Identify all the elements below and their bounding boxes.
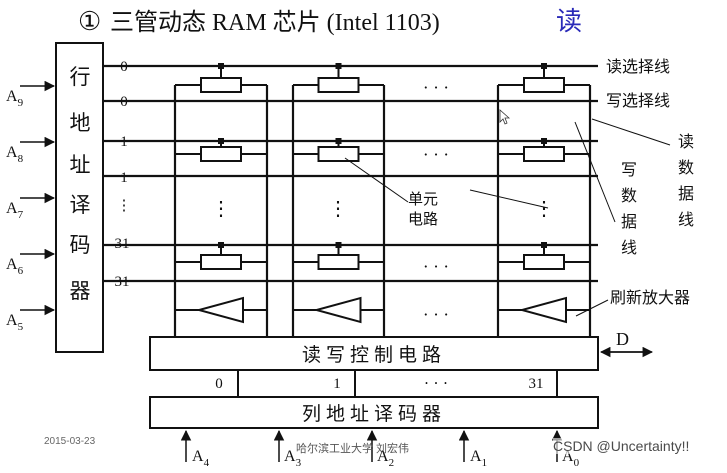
column-number: 1 — [333, 376, 341, 392]
column-number: 31 — [529, 376, 544, 392]
storage-cell — [200, 77, 242, 93]
junction-dot — [541, 63, 547, 69]
horizontal-ellipsis: · · · — [423, 145, 448, 164]
row-decoder-char: 址 — [70, 153, 91, 177]
write-data-line-char: 数 — [621, 186, 637, 205]
row-decoder-label: 行 地 址 译 码 器 — [70, 65, 91, 303]
column-address-pin: A3 — [284, 448, 302, 469]
storage-cell — [523, 146, 565, 162]
column-address-pin: A4 — [192, 448, 210, 469]
read-data-line-char: 读 — [678, 132, 694, 151]
row-address-pin: A8 — [6, 144, 24, 165]
data-lines — [173, 85, 592, 338]
storage-cell — [317, 254, 360, 270]
storage-cell — [523, 254, 565, 270]
row-decoder-char: 地 — [70, 111, 91, 135]
row-decoder-char: 行 — [70, 65, 91, 89]
read-data-line-char: 据 — [678, 184, 694, 203]
title-action: 读 — [556, 7, 582, 37]
junction-dot — [335, 138, 342, 144]
slide-date: 2015-03-23 — [44, 436, 96, 447]
vertical-ellipsis: ⋮ — [211, 196, 231, 220]
junction-dot — [541, 138, 547, 144]
row-address-inputs: A9 A8 A7 A6 A5 — [6, 80, 56, 333]
write-select-line-label: 写选择线 — [606, 91, 670, 110]
storage-cell — [317, 146, 360, 162]
institution-footer: 哈尔滨工业大学 刘宏伟 — [296, 443, 410, 455]
memory-cells — [175, 63, 590, 324]
junction-dot — [218, 138, 224, 144]
slide-title: ① 三管动态 RAM 芯片 (Intel 1103) 读 — [78, 7, 582, 37]
row-address-pin: A6 — [6, 256, 24, 277]
data-pin-label: D — [616, 329, 629, 349]
column-decoder-box — [149, 396, 599, 429]
refresh-amplifier — [195, 296, 244, 324]
row-decoder-char: 译 — [70, 193, 91, 217]
write-data-line-char: 写 — [621, 160, 637, 179]
vertical-ellipsis: ⋮ — [534, 196, 554, 220]
right-labels: 读选择线 写选择线 读 数 据 线 写 数 据 线 单元 电路 刷新放大器 — [408, 57, 694, 307]
horizontal-ellipsis: · · · — [423, 78, 448, 97]
row-decoder-char: 器 — [70, 279, 91, 303]
read-select-line-label: 读选择线 — [606, 57, 670, 76]
junction-dot — [218, 63, 224, 69]
row-address-pin: A7 — [6, 200, 24, 221]
row-address-pin: A9 — [6, 88, 24, 109]
column-ellipsis: · · · — [424, 374, 448, 392]
column-number: 0 — [215, 376, 223, 392]
storage-cell — [200, 146, 242, 162]
array-ellipses: · · · · · · · · · · · · ⋮ ⋮ ⋮ — [211, 78, 554, 324]
read-data-line-char: 线 — [678, 210, 694, 229]
junction-dot — [218, 242, 224, 248]
junction-dot — [335, 63, 342, 69]
row-numbers: 0 0 1 1 ⋮ 31 31 — [115, 59, 132, 290]
junction-dot — [541, 242, 547, 248]
column-divider — [556, 370, 558, 397]
write-data-line-char: 线 — [621, 238, 637, 257]
select-lines — [103, 64, 598, 283]
csdn-watermark: CSDN @Uncertainty!! — [553, 438, 690, 454]
column-address-pin: A1 — [470, 448, 487, 469]
column-address-inputs: A4 A3 A2 A1 A0 — [180, 429, 580, 469]
horizontal-ellipsis: · · · — [423, 305, 448, 324]
row-number: 1 — [120, 170, 128, 186]
row-decoder-char: 码 — [70, 233, 91, 257]
refresh-amplifier — [312, 296, 362, 324]
rw-control-box — [149, 336, 599, 371]
title-text: 三管动态 RAM 芯片 (Intel 1103) — [110, 9, 440, 36]
horizontal-ellipsis: · · · — [423, 257, 448, 276]
row-decoder-box — [55, 42, 104, 353]
rw-control-label: 读写控制电路 — [302, 344, 446, 366]
refresh-amplifier — [518, 296, 567, 324]
storage-cell — [523, 77, 565, 93]
row-ellipsis: ⋮ — [117, 196, 132, 214]
arrow-cursor — [499, 109, 511, 125]
write-data-line-char: 据 — [621, 212, 637, 231]
row-address-pin: A5 — [6, 312, 24, 333]
column-divider — [354, 370, 356, 397]
column-divider — [237, 370, 239, 397]
cell-circuit-label: 单元 — [408, 190, 438, 208]
cell-circuit-label: 电路 — [408, 210, 438, 228]
column-address-pin: A2 — [377, 448, 394, 469]
junction-dot — [335, 242, 342, 248]
vertical-ellipsis: ⋮ — [328, 196, 348, 220]
title-circled-number: ① — [78, 7, 101, 37]
leader-lines — [344, 118, 671, 317]
read-data-line-char: 数 — [678, 158, 694, 177]
column-decoder-label: 列地址译码器 — [302, 403, 446, 425]
storage-cell — [317, 77, 360, 93]
refresh-amplifier-label: 刷新放大器 — [610, 288, 690, 307]
storage-cell — [200, 254, 242, 270]
